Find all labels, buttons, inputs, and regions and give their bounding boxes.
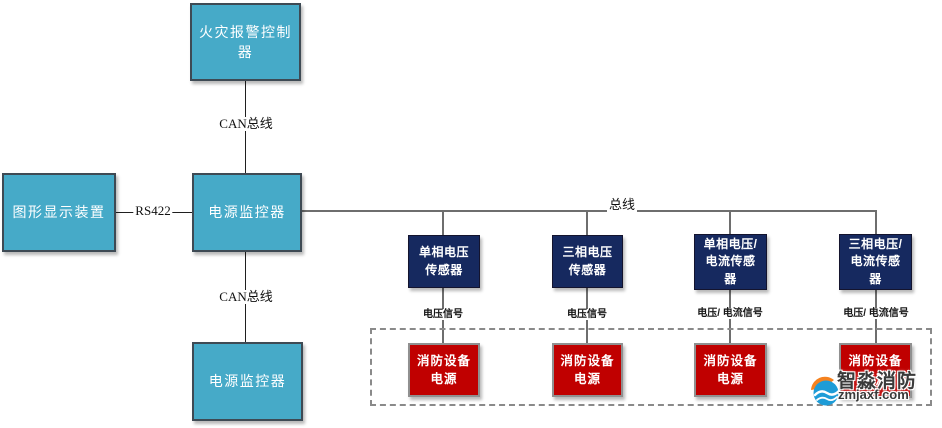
node-sensor-three-phase-voltage-current: 三相电压/ 电流传感 器 <box>839 234 912 290</box>
node-fire-equipment-power-3: 消防设备 电源 <box>694 343 767 397</box>
label-voltage-signal-2: 电压信号 <box>565 309 609 320</box>
edge-bus-to-sensor2 <box>586 210 588 235</box>
edge-bus-to-sensor3 <box>729 210 731 234</box>
label-can-bus-bottom: CAN总线 <box>217 289 275 305</box>
node-power-monitor-main: 电源监控器 <box>192 173 302 252</box>
node-fire-alarm-controller: 火灾报警控制器 <box>190 3 301 81</box>
label-voltage-current-signal-4: 电压/ 电流信号 <box>841 308 911 319</box>
label-can-bus-top: CAN总线 <box>217 116 275 132</box>
watermark-brand-text: 智淼消防 <box>837 371 918 392</box>
watermark: 智淼消防 zmjaxf.com <box>808 366 938 408</box>
label-voltage-signal-1: 电压信号 <box>421 309 465 320</box>
node-power-monitor-secondary: 电源监控器 <box>192 342 303 421</box>
node-graphic-display-device: 图形显示装置 <box>2 173 116 252</box>
node-fire-equipment-power-4: 消防设备 电源 <box>839 343 912 398</box>
node-sensor-three-phase-voltage: 三相电压 传感器 <box>552 235 623 288</box>
label-bus: 总线 <box>606 197 638 213</box>
node-sensor-single-phase-voltage: 单相电压 传感器 <box>408 235 480 288</box>
zhimiao-logo-icon <box>811 376 840 406</box>
edge-bus-to-sensor1 <box>442 210 444 235</box>
node-fire-equipment-power-1: 消防设备 电源 <box>408 343 480 397</box>
edge-bus-to-sensor4 <box>875 210 877 234</box>
node-sensor-single-phase-voltage-current: 单相电压/ 电流传感 器 <box>694 234 767 290</box>
power-supply-group-outline <box>370 328 932 406</box>
watermark-domain-text: zmjaxf.com <box>838 387 909 402</box>
node-fire-equipment-power-2: 消防设备 电源 <box>552 343 623 397</box>
edge-bus-line <box>302 210 877 212</box>
label-voltage-current-signal-3: 电压/ 电流信号 <box>695 308 765 319</box>
label-rs422: RS422 <box>133 203 173 219</box>
